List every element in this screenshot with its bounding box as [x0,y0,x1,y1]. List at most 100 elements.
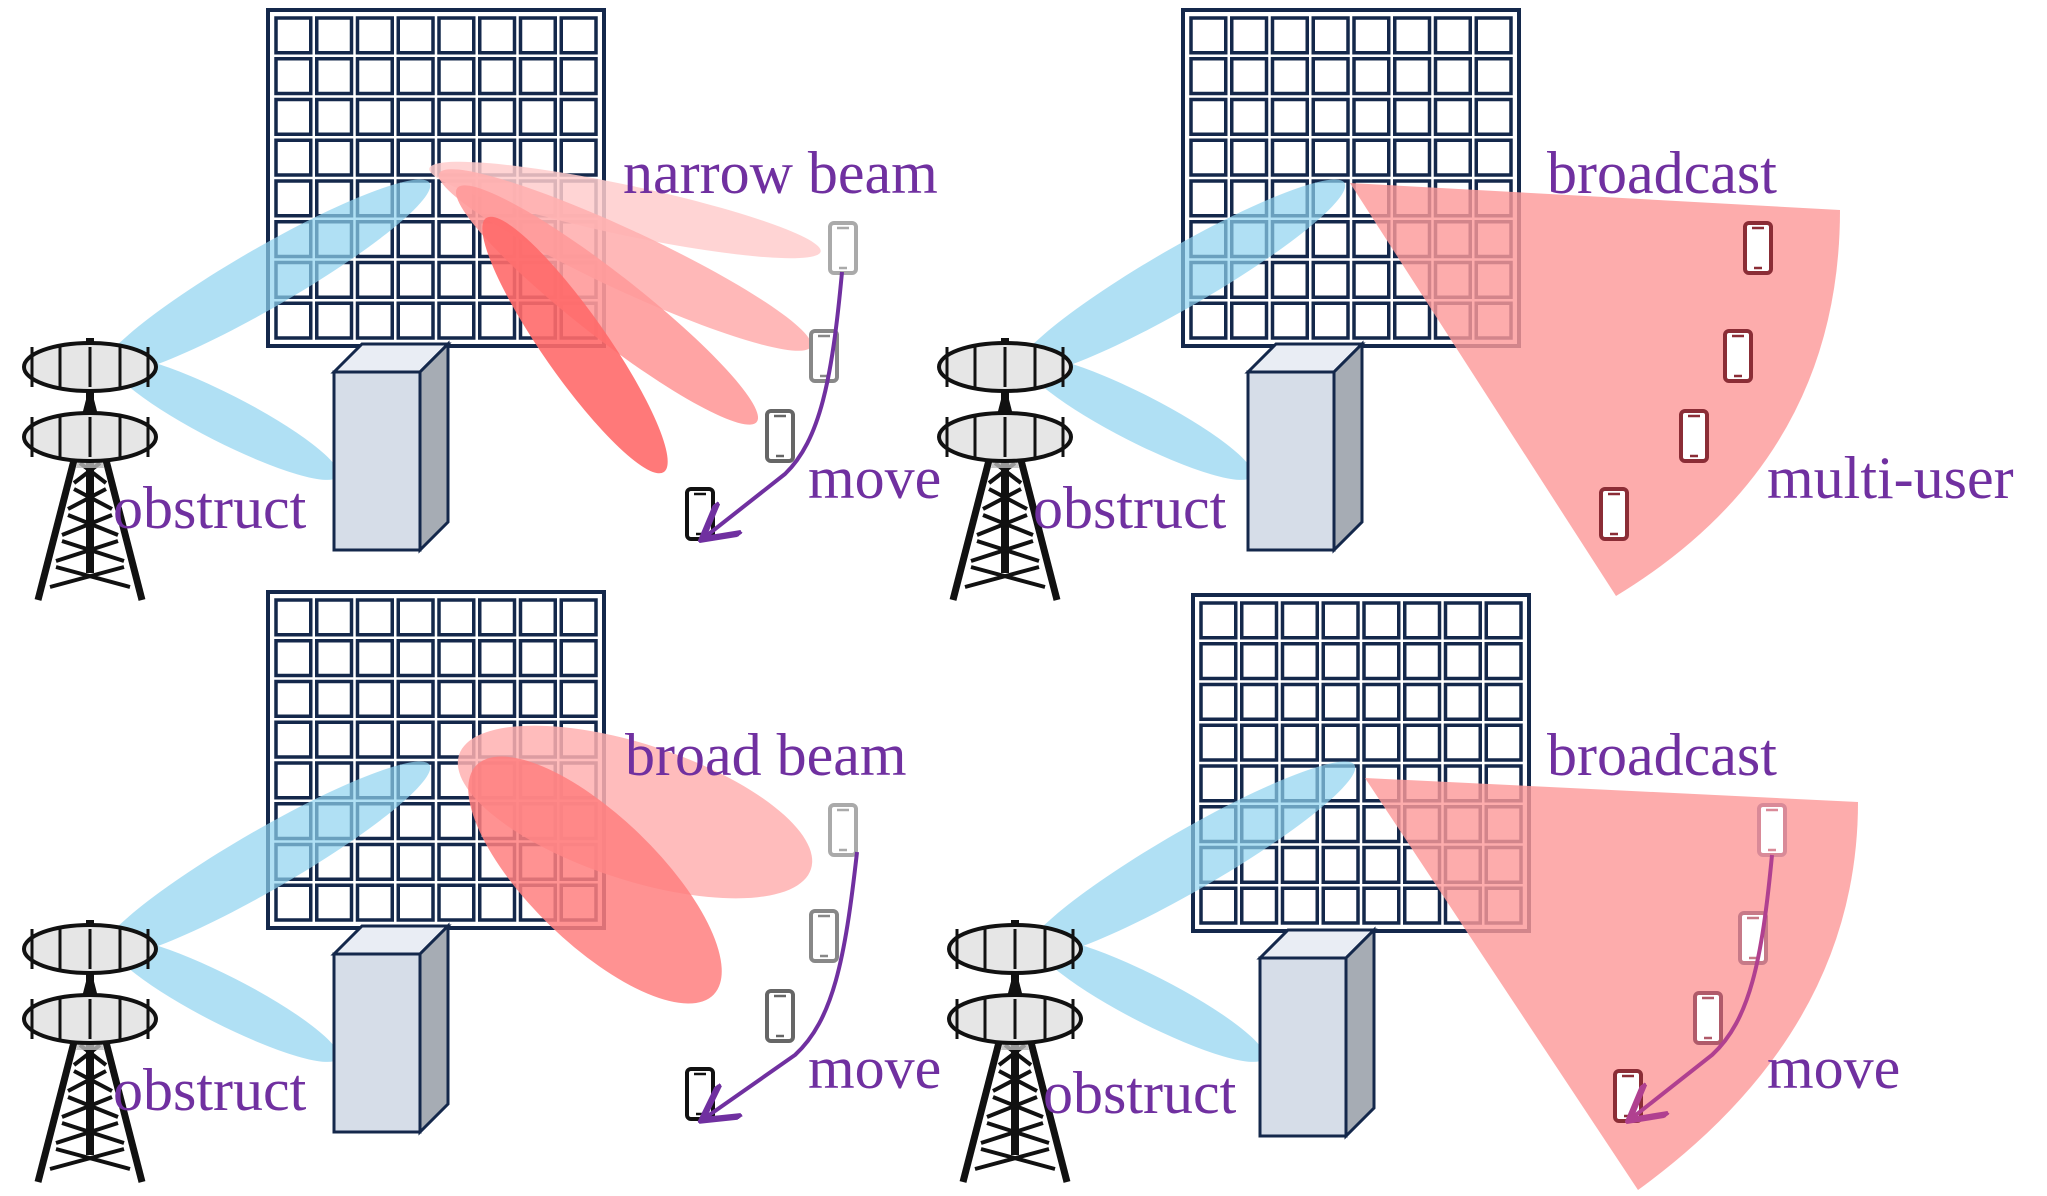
tower-brace [55,539,119,563]
panel-broadcast-move: broadcast move obstruct [947,593,1900,1190]
ris-element [355,260,394,299]
ris-element [1362,886,1401,925]
ris-element [1230,16,1269,55]
ris-element [1189,97,1228,136]
building-side [418,922,450,1136]
ris-element [1311,57,1350,96]
ris-element [1474,138,1513,177]
ris-element [315,16,354,55]
tower-brace [73,487,113,511]
broadcast-fan [1365,778,1858,1190]
smartphone-icon [1599,487,1629,541]
ris-element [518,57,557,96]
tower-brace [964,565,1040,589]
ris-element [1230,138,1269,177]
ris-element [1433,97,1472,136]
ris-element [1352,57,1391,96]
ris-element [1270,301,1309,340]
ris-element [1240,601,1279,640]
tower-brace [986,1095,1038,1119]
beam-broad-dark [468,756,722,1004]
ris-element [1321,886,1360,925]
building-side [1344,926,1376,1140]
panel-narrow-beam: narrow beam move obstruct [22,8,941,601]
ris-element [315,598,354,637]
ris-element [1230,97,1269,136]
ris-element [315,639,354,678]
ris-element [1443,642,1482,681]
ris-element [437,16,476,55]
ris-element [315,57,354,96]
ris-element [437,97,476,136]
ris-element [1270,16,1309,55]
ris-element [396,720,435,759]
ris-element [355,301,394,340]
ris-element [437,883,476,922]
ris-element [274,138,313,177]
ris-element [396,802,435,841]
tower-brace [982,513,1034,537]
tower-brace [67,513,119,537]
obstruct-label: obstruct [113,475,307,541]
phone-body [1757,803,1787,857]
obstruct-label: obstruct [113,1057,307,1123]
tower-brace [61,513,113,537]
building-front [332,952,422,1134]
ris-element [1280,723,1319,762]
ris-element [1189,301,1228,340]
ris-element [1280,642,1319,681]
ris-element [1433,16,1472,55]
ris-element [396,883,435,922]
smartphone-icon [1693,991,1723,1045]
cell-tower-icon [937,338,1073,601]
ris-element [1443,601,1482,640]
ris-element [396,97,435,136]
ris-element [1433,138,1472,177]
ris-element [559,16,598,55]
smartphone-icon [1723,329,1753,383]
multi-user-label: multi-user [1767,445,2014,511]
smartphone-icon [809,909,839,963]
ris-element [1240,723,1279,762]
phone-body [1679,409,1709,463]
ris-element [478,598,517,637]
ris-element [559,138,598,177]
beam-narrow-dark [482,216,668,474]
ris-element [274,179,313,218]
smartphone-icon [1679,409,1709,463]
ris-element [478,97,517,136]
ris-element [1311,97,1350,136]
ris-element [1474,16,1513,55]
ris-element [518,639,557,678]
smartphone-icon [1743,221,1773,275]
ris-element [1352,16,1391,55]
ris-element [559,639,598,678]
ris-element [274,301,313,340]
ris-element [1280,682,1319,721]
ris-element [437,639,476,678]
ris-element [1393,16,1432,55]
ris-element [396,639,435,678]
ris-element [437,57,476,96]
beam-to-building [1035,938,1265,1062]
building-front [332,370,422,552]
tower-brace [67,487,107,511]
ris-element [1240,682,1279,721]
tower-brace [974,1147,1050,1171]
broadcast-fan [1350,183,1840,596]
ris-element [1311,16,1350,55]
ris-element [355,842,394,881]
ris-element [396,220,435,259]
building-icon [330,922,452,1136]
ris-element [396,301,435,340]
ris-element [315,720,354,759]
broadcast-label: broadcast [1547,140,1777,206]
ris-element [559,57,598,96]
ris-element [274,761,313,800]
ris-element [1403,642,1442,681]
ris-element [1240,886,1279,925]
ris-element [1230,301,1269,340]
ris-element [1321,642,1360,681]
ris-element [274,639,313,678]
